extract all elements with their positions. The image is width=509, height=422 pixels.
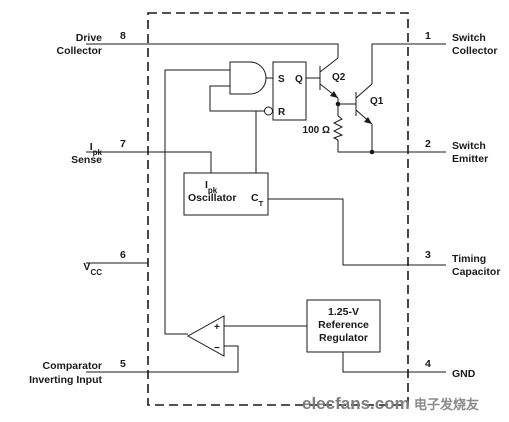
q1-collector bbox=[355, 83, 373, 99]
latch-s-label: S bbox=[278, 74, 285, 85]
pin1-label-line2: Collector bbox=[452, 45, 498, 57]
pin6-label-main: V bbox=[83, 261, 90, 273]
wire-comparator-inv bbox=[148, 345, 239, 373]
wire-resistor-bottom bbox=[337, 140, 372, 153]
wire-ipk-sense bbox=[148, 151, 212, 173]
q1-label: Q1 bbox=[370, 96, 384, 107]
pin1-number: 1 bbox=[425, 30, 431, 42]
oscillator-ct-label: CT bbox=[251, 192, 264, 208]
junction-dot bbox=[335, 101, 341, 107]
comparator-plus: + bbox=[214, 322, 220, 333]
resistor-100-ohm bbox=[332, 115, 344, 141]
wire-and-feedback bbox=[209, 85, 272, 112]
q2-label: Q2 bbox=[332, 72, 346, 83]
reference-regulator bbox=[306, 299, 381, 353]
watermark-cn: 电子发烧友 bbox=[414, 397, 479, 413]
pin6-label-sub: CC bbox=[90, 268, 102, 277]
reference-line2: Reference bbox=[318, 319, 369, 331]
reference-line3: Regulator bbox=[319, 332, 368, 344]
pin7-number: 7 bbox=[120, 138, 126, 150]
q2-arrow-icon bbox=[330, 91, 338, 98]
pin7-label-main: I bbox=[90, 141, 93, 153]
pin4-label: GND bbox=[452, 368, 476, 380]
q1-arrow-icon bbox=[364, 117, 372, 124]
pin6-number: 6 bbox=[120, 249, 126, 261]
oscillator-ct-sub: T bbox=[259, 199, 264, 208]
pin3-number: 3 bbox=[425, 249, 431, 261]
wire-comparator-output bbox=[164, 69, 230, 335]
wire-switch-emitter bbox=[371, 124, 408, 153]
reference-line1: 1.25-V bbox=[328, 306, 359, 318]
latch-r-label: R bbox=[278, 107, 286, 118]
comparator-minus: − bbox=[214, 343, 220, 354]
wire-switch-collector bbox=[371, 43, 408, 84]
pin7-label-line1: Ipk bbox=[90, 141, 103, 157]
ipk-oscillator bbox=[183, 172, 269, 216]
package-outline bbox=[147, 12, 409, 406]
pin5-number: 5 bbox=[120, 358, 126, 370]
wire-q2e-to-q1b bbox=[337, 98, 356, 105]
pin8-label-line2: Collector bbox=[56, 45, 102, 57]
resistor-label: 100 Ω bbox=[303, 125, 330, 136]
inverter-bubble bbox=[264, 106, 273, 116]
oscillator-title-line2: Oscillator bbox=[188, 192, 236, 204]
pin5-label-line2: Inverting Input bbox=[29, 374, 102, 386]
oscillator-ct-main: C bbox=[251, 192, 259, 204]
pin8-label-line1: Drive bbox=[76, 32, 102, 44]
pin2-label-line2: Emitter bbox=[452, 153, 488, 165]
wire-timing-capacitor bbox=[268, 198, 408, 266]
pin4-number: 4 bbox=[425, 358, 431, 370]
latch-q-label: Q bbox=[295, 74, 303, 85]
and-gate bbox=[229, 61, 267, 95]
pin5-label-line1: Comparator bbox=[42, 360, 102, 372]
watermark-site: elecfans.com bbox=[302, 394, 410, 413]
oscillator-title-sub: pk bbox=[208, 186, 218, 195]
pin2-label-line1: Switch bbox=[452, 140, 486, 152]
comparator bbox=[186, 315, 225, 357]
pin8-number: 8 bbox=[120, 30, 126, 42]
pin2-number: 2 bbox=[425, 138, 431, 150]
pin7-label-sub: pk bbox=[93, 148, 103, 157]
oscillator-title: Ipk bbox=[205, 179, 218, 195]
pin6-label: VCC bbox=[83, 261, 102, 277]
pin7-label-line2: Sense bbox=[71, 154, 102, 166]
oscillator-title-main: I bbox=[205, 179, 208, 191]
q2-collector bbox=[319, 57, 339, 73]
pin3-label-line1: Timing bbox=[452, 253, 486, 265]
pin3-label-line2: Capacitor bbox=[452, 266, 500, 278]
pin1-label-line1: Switch bbox=[452, 32, 486, 44]
wire-drive-collector bbox=[148, 43, 339, 58]
wire-gnd bbox=[342, 352, 408, 373]
sr-latch bbox=[272, 61, 307, 121]
junction-dot bbox=[369, 149, 375, 155]
